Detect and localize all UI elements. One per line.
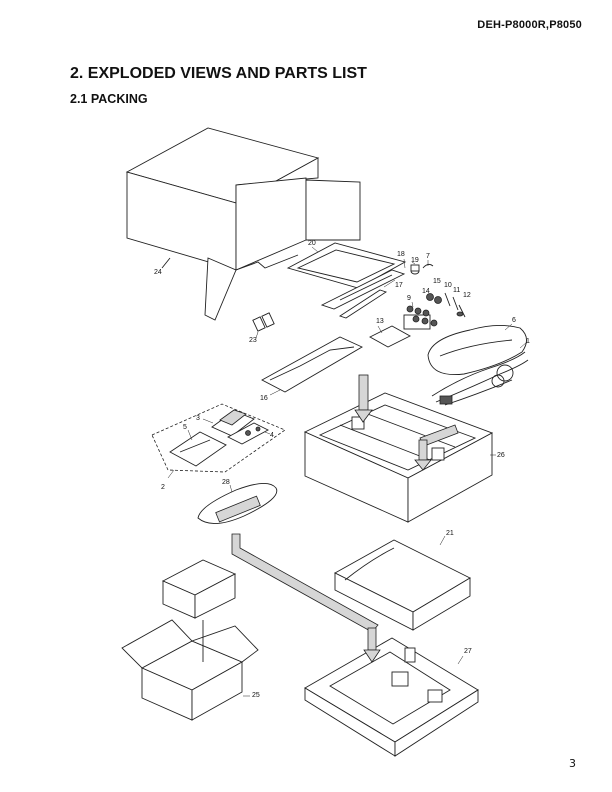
callout-11: 11: [453, 287, 460, 294]
callout-17: 17: [395, 282, 403, 289]
page-number: 3: [569, 757, 576, 770]
callout-18: 18: [397, 251, 405, 258]
part-7-19-small: [410, 260, 434, 275]
callout-12: 12: [463, 292, 471, 299]
callout-23: 23: [249, 337, 257, 344]
callout-6: 6: [512, 317, 516, 324]
callout-28: 28: [222, 479, 230, 486]
part-16-polybag: [261, 336, 363, 396]
part-17-18-trim: [320, 258, 406, 319]
callout-21: 21: [446, 530, 454, 537]
section-title: 2. EXPLODED VIEWS AND PARTS LIST: [70, 65, 367, 82]
part-27-bottom-foam: [304, 637, 479, 757]
section-subtitle: 2.1 PACKING: [70, 92, 148, 106]
part-1-cable: [431, 341, 529, 406]
part-24-outer-carton: [125, 127, 361, 321]
part-23-batteries: [252, 312, 275, 339]
part-28-remote: [197, 483, 278, 524]
callout-26: 26: [497, 452, 505, 459]
callout-13: 13: [376, 318, 384, 325]
model-number: DEH-P8000R,P8050: [477, 19, 582, 31]
part-20-sheet: [286, 242, 407, 289]
callout-4: 4: [270, 432, 274, 439]
callout-24: 24: [154, 269, 162, 276]
part-25-carton: [121, 559, 259, 721]
callout-10: 10: [444, 282, 452, 289]
callout-20: 20: [308, 240, 316, 247]
assembly-arrows: [231, 374, 459, 663]
callout-7: 7: [426, 253, 430, 260]
callout-2: 2: [161, 484, 165, 491]
part-accessory-group: [151, 403, 286, 479]
callout-15: 15: [433, 278, 441, 285]
callout-19: 19: [411, 257, 419, 264]
part-13-bag: [369, 325, 411, 348]
part-26-foam-tray: [303, 392, 496, 523]
callout-27: 27: [464, 648, 472, 655]
callout-16: 16: [260, 395, 268, 402]
callout-14: 14: [422, 288, 430, 295]
callout-3: 3: [196, 415, 200, 422]
callout-1: 1: [526, 338, 530, 345]
callout-9: 9: [407, 295, 411, 302]
callout-labels: 1 2 3 4 5 6 7 9 10 11 12 13 14 15 16 17 …: [154, 240, 530, 699]
part-screws-hardware: [403, 292, 466, 330]
part-21-bagged-unit: [334, 535, 471, 631]
callout-5: 5: [183, 424, 187, 431]
callout-25: 25: [252, 692, 260, 699]
part-6-unit-bag: [427, 323, 527, 376]
